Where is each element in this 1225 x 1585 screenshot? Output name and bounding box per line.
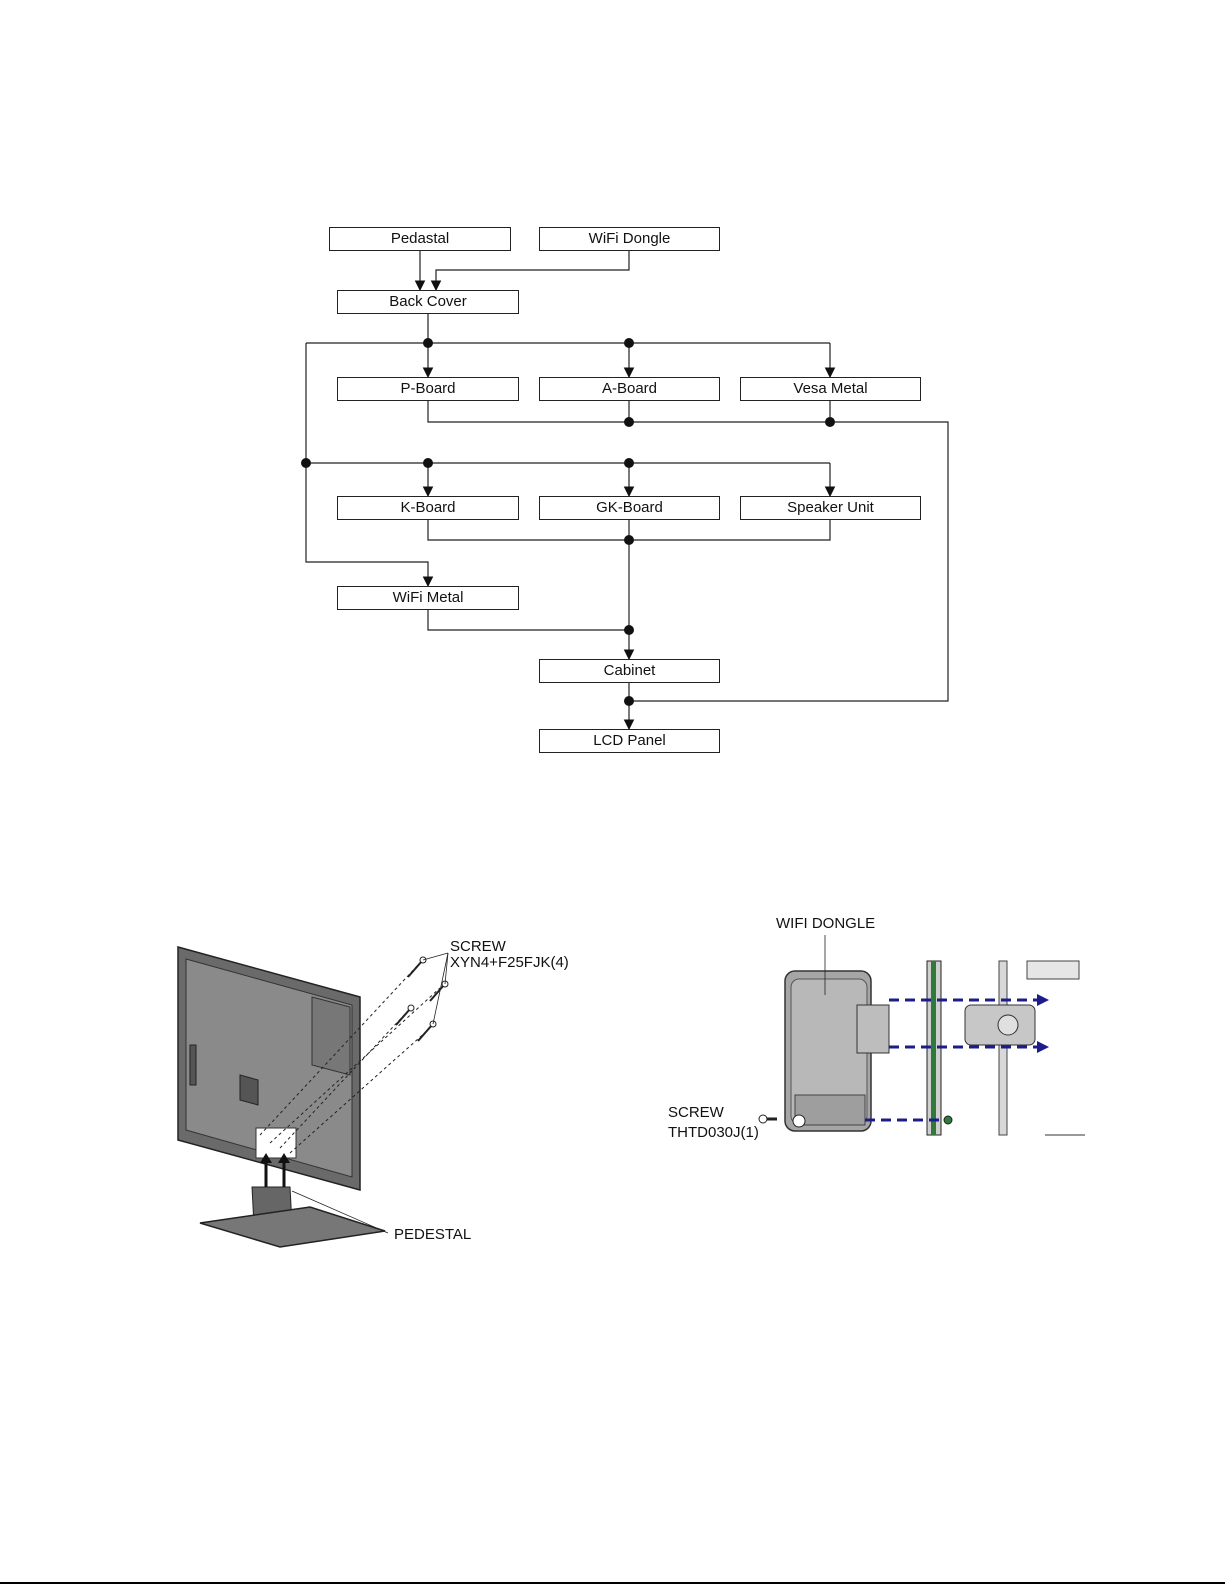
- usb-plug: [857, 1005, 889, 1053]
- box-back-cover: Back Cover: [337, 290, 519, 314]
- box-a-board: A-Board: [539, 377, 720, 401]
- box-cabinet: Cabinet: [539, 659, 720, 683]
- pedestal-removal-illustration: [160, 925, 680, 1255]
- mount-bracket: [256, 1128, 296, 1158]
- connector-dongle-backcover: [436, 251, 629, 290]
- pedestal-screw-label: SCREW: [450, 938, 506, 955]
- screws: [396, 961, 444, 1041]
- box-vesa-metal: Vesa Metal: [740, 377, 921, 401]
- pedestal-label: PEDESTAL: [394, 1226, 471, 1243]
- box-p-board: P-Board: [337, 377, 519, 401]
- disassembly-flowchart: Pedastal WiFi Dongle Back Cover P-Board …: [0, 0, 1225, 800]
- wifi-dongle-label: WIFI DONGLE: [776, 915, 875, 932]
- box-speaker-unit: Speaker Unit: [740, 496, 921, 520]
- pedestal-base: [200, 1207, 385, 1247]
- box-gk-board: GK-Board: [539, 496, 720, 520]
- box-k-board: K-Board: [337, 496, 519, 520]
- dongle-screw-label: SCREW: [668, 1104, 724, 1121]
- box-lcd-panel: LCD Panel: [539, 729, 720, 753]
- box-wifi-dongle: WiFi Dongle: [539, 227, 720, 251]
- box-pedestal: Pedastal: [329, 227, 511, 251]
- box-wifi-metal: WiFi Metal: [337, 586, 519, 610]
- dongle-screw-part-number: THTD030J(1): [668, 1124, 759, 1141]
- wifi-dongle-illustration: [665, 935, 1095, 1155]
- page-bottom-rule: [0, 1582, 1225, 1584]
- pedestal-screw-part-number: XYN4+F25FJK(4): [450, 954, 569, 971]
